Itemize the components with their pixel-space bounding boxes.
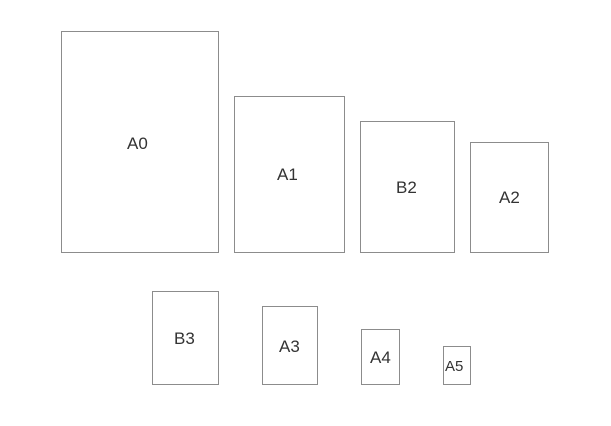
sheet-a2: A2: [470, 142, 549, 253]
sheet-label-a1: A1: [277, 165, 298, 184]
sheet-label-a4: A4: [370, 348, 391, 367]
sheet-b3: B3: [152, 291, 219, 385]
sheet-a3: A3: [262, 306, 318, 385]
sheet-label-a2: A2: [499, 188, 520, 207]
sheet-label-b3: B3: [174, 329, 195, 348]
sheet-label-a0: A0: [127, 134, 148, 153]
sheet-label-a5: A5: [445, 358, 464, 375]
sheet-a4: A4: [361, 329, 400, 385]
sheet-label-a3: A3: [279, 337, 300, 356]
sheet-b2: B2: [360, 121, 455, 253]
sheet-label-b2: B2: [396, 178, 417, 197]
sheet-a5: A5: [443, 346, 471, 385]
sheet-a0: A0: [61, 31, 219, 253]
sheet-a1: A1: [234, 96, 345, 253]
